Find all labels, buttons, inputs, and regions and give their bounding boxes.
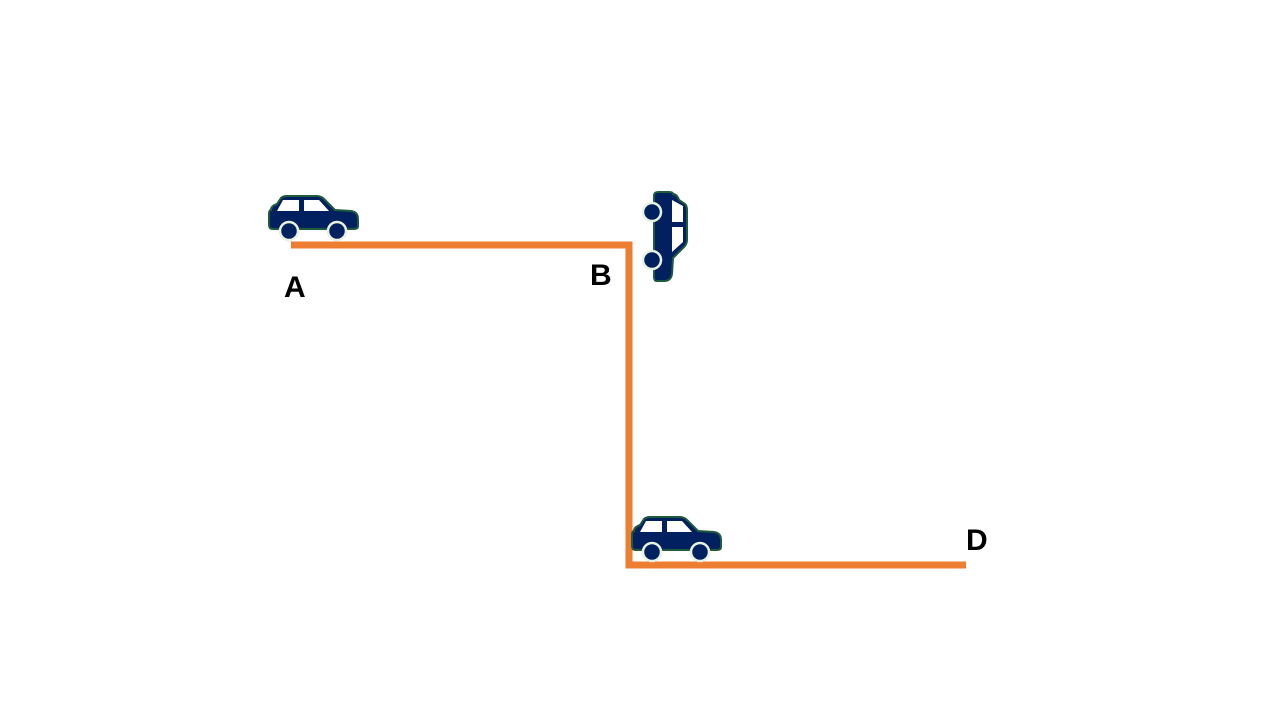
car-icon [630,515,723,563]
car-icon [641,190,689,283]
point-label-b: B [590,259,612,292]
route-path [291,241,966,569]
point-label-a: A [284,271,306,304]
car-icon [267,194,360,242]
point-label-d: D [966,524,988,557]
